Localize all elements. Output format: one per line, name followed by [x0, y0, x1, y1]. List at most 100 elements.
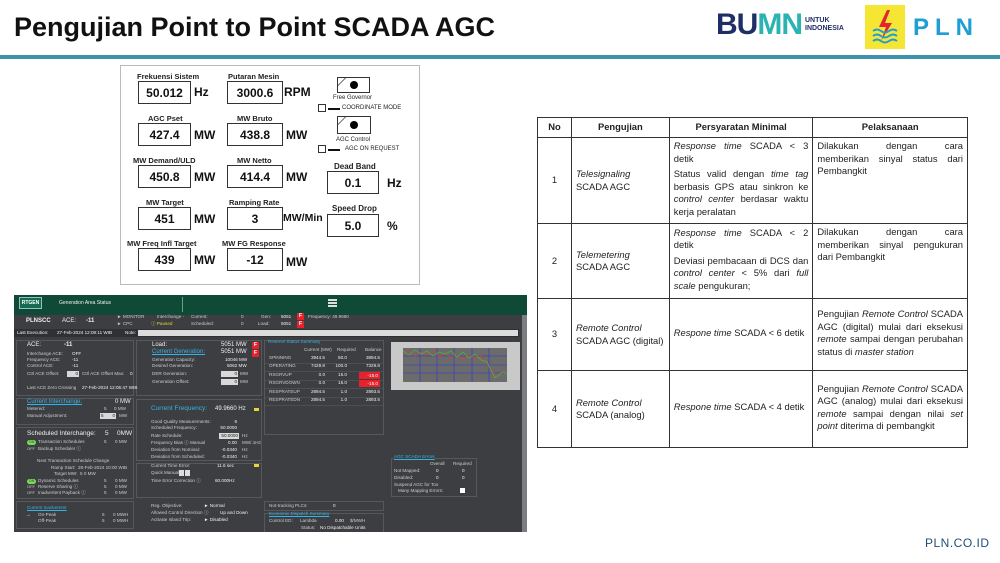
- coordinate-mode-checkbox[interactable]: [318, 104, 326, 112]
- cell-paragraph: Status valid dengan time tag berbasis GP…: [674, 168, 809, 218]
- current-inadvertent-link[interactable]: Current Inadvertent: [27, 505, 67, 510]
- quality: 5: [104, 439, 107, 444]
- transaction-schedules-toggle[interactable]: ON: [27, 440, 36, 445]
- quick-manual-down-button[interactable]: [185, 470, 190, 476]
- frequency-ace-label: Frequency ACE:: [27, 357, 61, 362]
- backup-scheduler-toggle[interactable]: OFF: [27, 446, 35, 451]
- last-execution-label: Last Execution:: [17, 330, 49, 335]
- reserve-row-required: 100.0: [335, 363, 348, 368]
- free-governor-button[interactable]: [330, 77, 370, 93]
- reserve-row-current: 0.0: [318, 380, 325, 385]
- control-ace-label: Control ACE:: [27, 363, 54, 368]
- cell-paragraph: Dilakukan dengan cara memberikan sinyal …: [817, 226, 963, 264]
- note-input[interactable]: [138, 330, 518, 336]
- header-no: No: [537, 117, 572, 138]
- ace-frame: [16, 340, 134, 396]
- trend-icon[interactable]: [254, 464, 259, 467]
- header-divider: [0, 55, 1000, 59]
- not-mapped-overall: 0: [436, 468, 439, 473]
- reserve-header-current: Current (MW): [304, 347, 332, 352]
- island-trip-value[interactable]: ► Disabled: [204, 517, 228, 522]
- current-generation-link[interactable]: Current Generation:: [152, 349, 206, 355]
- quick-manual-up-button[interactable]: [179, 470, 184, 476]
- cpc-option[interactable]: ► CPC: [117, 321, 133, 326]
- der-gen-input[interactable]: 0: [221, 371, 238, 377]
- island-trip-label: Activate Island Trip:: [151, 517, 192, 522]
- current-interchange-link[interactable]: Current Interchange:: [27, 399, 83, 405]
- reg-objective-value[interactable]: ► Normal: [204, 503, 225, 508]
- scheduled-label: Scheduled:: [191, 321, 214, 326]
- test-requirements-table: No Pengujian Persyaratan Minimal Pelaksa…: [537, 117, 968, 448]
- fg-response-value: -12: [227, 248, 283, 271]
- header-persyaratan: Persyaratan Minimal: [668, 117, 814, 138]
- trend-icon[interactable]: [254, 408, 259, 411]
- suspend-agc-checkbox[interactable]: [460, 488, 465, 493]
- agc-on-request-checkbox[interactable]: [318, 145, 326, 153]
- agc-scada-errors-link[interactable]: AGC SCADA Errors: [394, 454, 435, 460]
- dynamic-schedules-toggle[interactable]: ON: [27, 479, 36, 484]
- time-error-label: Current Time Error:: [151, 463, 191, 468]
- button-indicator-icon: [349, 81, 358, 89]
- cell-paragraph: Deviasi pembacaan di DCS dan control cen…: [674, 255, 809, 293]
- italic-text: Response time: [673, 140, 742, 151]
- transaction-schedules-label: Transaction Schedules: [38, 439, 85, 444]
- bumn-logo-mn: MN: [757, 8, 803, 41]
- vertical-scrollbar[interactable]: [522, 315, 527, 532]
- italic-text: control center: [673, 193, 735, 204]
- rate-schedule-input[interactable]: 50.0000: [219, 433, 239, 439]
- footer-website: PLN.CO.ID: [925, 536, 990, 550]
- reserve-row-name: RSGRVUP: [269, 372, 292, 377]
- agc-pset-label: AGC Pset: [148, 114, 183, 123]
- ed-status-value: No Dispatchable Units: [320, 525, 366, 530]
- speed-drop-unit: %: [387, 219, 398, 233]
- reserve-summary-title[interactable]: Reserve Status Summary: [268, 339, 321, 344]
- bumn-logo-bu: BU: [716, 8, 758, 41]
- metered-label: Metered:: [27, 406, 46, 411]
- cell-paragraph: Respone time SCADA < 6 detik: [674, 327, 809, 340]
- freq-infl-unit: MW: [194, 253, 216, 267]
- italic-text: Telesignaling: [575, 168, 631, 179]
- metered-value: 0 MW: [114, 406, 126, 411]
- reserve-row-required: 15.0: [338, 380, 347, 385]
- agc-control-button[interactable]: [330, 116, 371, 134]
- quality: 5: [104, 478, 107, 483]
- economic-dispatch-link[interactable]: Economic Dispatch Summary: [269, 511, 330, 516]
- gen-offset-input[interactable]: 0: [221, 379, 238, 385]
- reserve-sharing-toggle[interactable]: OFF: [27, 484, 35, 489]
- reserve-row-current: 2894.5: [310, 389, 325, 394]
- load-panel-flag: F: [252, 342, 259, 349]
- monitor-option[interactable]: ► MONITOR: [117, 314, 145, 319]
- header-pengujian: Pengujian: [570, 117, 670, 138]
- current-frequency-title[interactable]: Current Frequency:: [151, 405, 207, 412]
- current-label: Current:: [191, 314, 208, 319]
- rtgen-tab[interactable]: RTGEN: [19, 297, 42, 309]
- menu-list-icon[interactable]: [328, 299, 337, 307]
- italic-text: remote: [817, 407, 847, 419]
- button-corner: [330, 117, 346, 125]
- disabled-overall: 0: [436, 475, 439, 480]
- row-persyaratan: Respone time SCADA < 4 detik: [668, 370, 814, 448]
- reserve-row-name: RSGRVDOWN: [269, 380, 300, 385]
- last-execution-value: 27-Feb-2024 12:08:11 WIB: [57, 330, 113, 335]
- gen-value: 5051: [281, 314, 292, 319]
- inadvertent-payback-toggle[interactable]: OFF: [27, 490, 35, 495]
- ramping-value: 3: [227, 207, 283, 230]
- frequency-row-label: Deviation from Scheduled:: [151, 454, 205, 459]
- frekuensi-label: Frekuensi Sistem: [137, 72, 200, 81]
- text: SCADA AGC: [575, 180, 631, 192]
- speed-drop-value: 5.0: [327, 214, 379, 237]
- text: SCADA AGC: [575, 261, 631, 272]
- text: Pengujian: [817, 382, 862, 394]
- italic-text: Remote Control: [861, 382, 928, 394]
- ace-offset-input[interactable]: 0: [67, 371, 79, 377]
- target-mw-label: Target MW:: [54, 471, 78, 476]
- control-direction-value: Up and Down: [220, 510, 248, 515]
- value: 0 MW: [115, 439, 127, 444]
- frequency-frame: [136, 399, 262, 461]
- disabled-label: Disabled:: [394, 475, 414, 480]
